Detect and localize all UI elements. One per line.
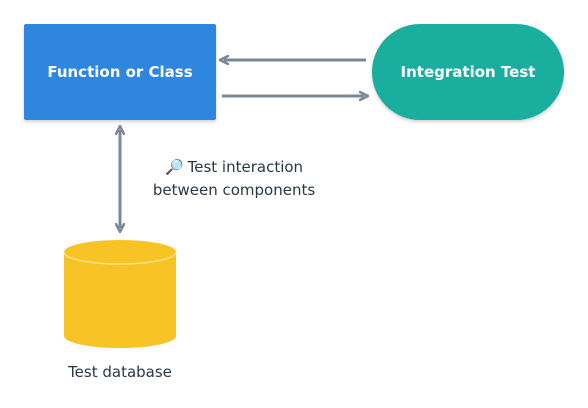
test-database-label: Test database — [68, 363, 172, 381]
annotation-line-1: Test interaction — [187, 158, 304, 176]
magnifier-icon: 🔎 — [164, 158, 184, 176]
function-or-class-label: Function or Class — [47, 63, 193, 81]
interaction-annotation: 🔎Test interaction between components — [144, 156, 324, 202]
annotation-line-2: between components — [152, 181, 316, 199]
function-or-class-node: Function or Class — [24, 24, 216, 120]
integration-test-node: Integration Test — [372, 24, 564, 120]
test-database-cylinder-icon — [63, 240, 177, 348]
integration-test-label: Integration Test — [400, 63, 536, 81]
